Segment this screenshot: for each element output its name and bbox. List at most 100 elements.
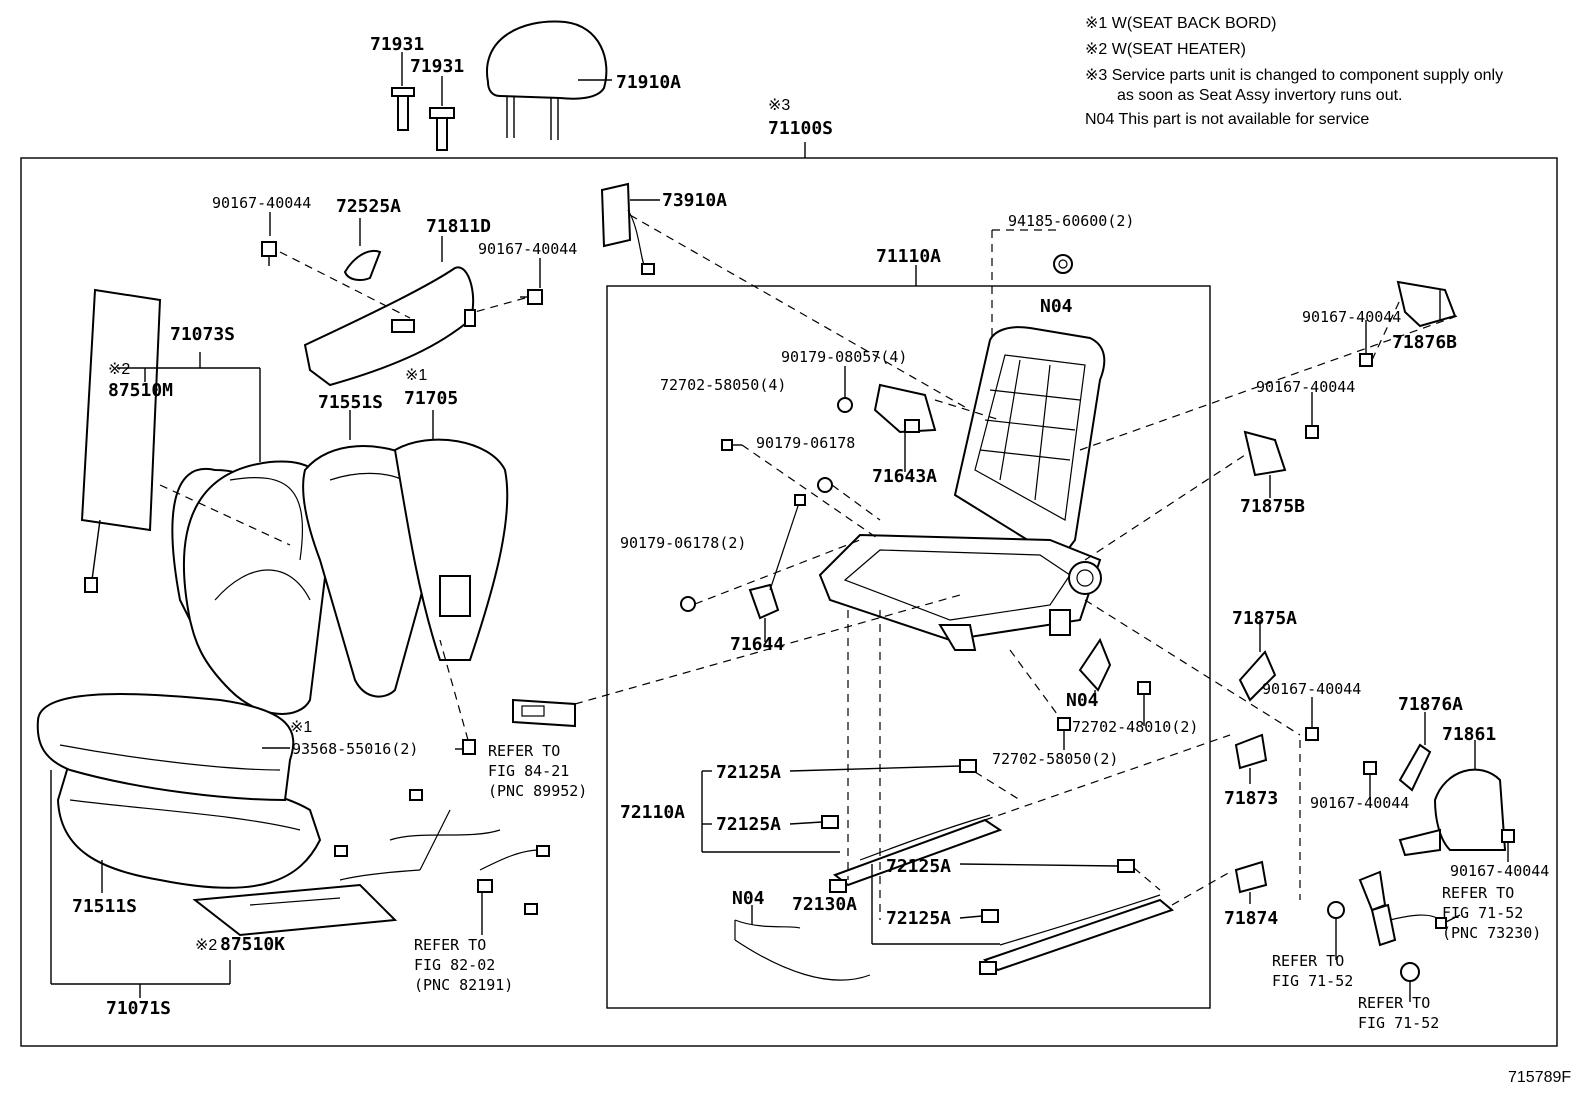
leader-72125A-2 bbox=[789, 821, 823, 825]
label-71071S: 71071S bbox=[106, 998, 171, 1019]
headrest-guide-left[interactable] bbox=[391, 87, 415, 131]
sensor-73910A[interactable] bbox=[600, 182, 655, 275]
label-72125A-2: 72125A bbox=[716, 814, 781, 835]
bracket-71874[interactable] bbox=[1234, 860, 1268, 894]
label-72702-58050-a: 72702-58050(4) bbox=[660, 376, 786, 394]
label-73910A: 73910A bbox=[662, 190, 727, 211]
cover-71876A[interactable] bbox=[1398, 743, 1432, 792]
dash-87510M bbox=[159, 484, 291, 546]
bolt-72702-58050-a[interactable] bbox=[721, 439, 742, 451]
wire-n04-c[interactable] bbox=[734, 919, 871, 981]
knob-72525A[interactable] bbox=[343, 250, 382, 281]
wire-harness[interactable] bbox=[334, 789, 550, 915]
label-ref3-b: FIG 71-52 bbox=[1442, 904, 1523, 922]
label-90179-08057: 90179-08057(4) bbox=[781, 348, 907, 366]
adjuster-71644[interactable] bbox=[748, 494, 806, 620]
bracket-72125A-2[interactable] bbox=[821, 815, 839, 829]
dash-72525A bbox=[279, 251, 411, 319]
seat-frame-back[interactable] bbox=[953, 326, 1106, 562]
lumbar-bracket-71643A[interactable] bbox=[873, 383, 937, 434]
ecu-module[interactable] bbox=[512, 698, 576, 728]
label-n04-b: N04 bbox=[1066, 690, 1099, 711]
leader-72125A-4 bbox=[959, 915, 983, 919]
label-90167-g: 90167-40044 bbox=[1450, 862, 1549, 880]
label-72125A-1: 72125A bbox=[716, 762, 781, 783]
seat-back-board-71705[interactable] bbox=[393, 438, 509, 661]
dash-93568 bbox=[439, 639, 469, 741]
label-71861: 71861 bbox=[1442, 724, 1496, 745]
label-72525A: 72525A bbox=[336, 196, 401, 217]
label-71874: 71874 bbox=[1224, 908, 1278, 929]
dash-ecu bbox=[574, 594, 961, 705]
screw-90167-d[interactable] bbox=[1305, 425, 1319, 439]
cover-71875A[interactable] bbox=[1238, 650, 1277, 702]
dash-track-72125A-1 bbox=[974, 771, 1021, 801]
cover-71875B[interactable] bbox=[1243, 430, 1287, 477]
nut-90179-06178-b[interactable] bbox=[680, 596, 696, 612]
screw-93568[interactable] bbox=[462, 739, 476, 755]
label-ref5-a: REFER TO bbox=[1358, 994, 1430, 1012]
label-71811D: 71811D bbox=[426, 216, 491, 237]
bracket-72125A-1[interactable] bbox=[959, 759, 977, 773]
bracket-n04-b[interactable] bbox=[1078, 637, 1112, 692]
label-71705: 71705 bbox=[404, 388, 458, 409]
screw-90167-e[interactable] bbox=[1305, 727, 1319, 741]
label-72702-58050-b: 72702-58050(2) bbox=[992, 750, 1118, 768]
seat-frame-cushion[interactable] bbox=[818, 533, 1102, 651]
seat-track-72110A[interactable] bbox=[829, 814, 1003, 893]
headrest-guide-right[interactable] bbox=[429, 107, 455, 151]
shield-71811D[interactable] bbox=[303, 266, 476, 387]
seat-back-cover-71073S[interactable] bbox=[171, 460, 334, 715]
label-90179-06178-b: 90179-06178(2) bbox=[620, 534, 746, 552]
bolt-72702-58050-b[interactable] bbox=[1057, 717, 1071, 731]
seat-heater-back-87510M[interactable] bbox=[80, 288, 162, 593]
screw-90167-g[interactable] bbox=[1501, 829, 1515, 843]
bolt-72702-48010[interactable] bbox=[1137, 681, 1151, 695]
bracket-72125A-3[interactable] bbox=[1117, 859, 1135, 873]
seat-heater-cushion-87510K[interactable] bbox=[192, 883, 398, 937]
dash-71875B-71876B bbox=[1079, 314, 1461, 451]
label-72125A-4: 72125A bbox=[886, 908, 951, 929]
note-2: ※2 W(SEAT HEATER) bbox=[1085, 41, 1246, 58]
label-ref1-b: FIG 84-21 bbox=[488, 762, 569, 780]
label-71644: 71644 bbox=[730, 634, 784, 655]
label-90167-f: 90167-40044 bbox=[1310, 794, 1409, 812]
screw-90167-c[interactable] bbox=[1359, 353, 1373, 367]
label-mark-3: ※3 bbox=[768, 97, 790, 114]
leader-72125A-3 bbox=[959, 863, 1119, 867]
headrest-illustration[interactable] bbox=[485, 20, 608, 140]
seat-track-72130A[interactable] bbox=[979, 894, 1175, 975]
label-71875A: 71875A bbox=[1232, 608, 1297, 629]
leader-72125A-1 bbox=[789, 765, 961, 772]
label-ref3-c: (PNC 73230) bbox=[1442, 924, 1541, 942]
label-72110A: 72110A bbox=[620, 802, 685, 823]
screw-90167-a[interactable] bbox=[261, 241, 277, 266]
bracket-72125A-4[interactable] bbox=[981, 909, 999, 923]
nut-90179-08057[interactable] bbox=[837, 397, 853, 413]
label-71876B: 71876B bbox=[1392, 332, 1457, 353]
label-mark-1a: ※1 bbox=[405, 367, 427, 384]
screw-90167-b[interactable] bbox=[520, 289, 543, 305]
nut-94185[interactable] bbox=[1053, 254, 1073, 274]
dash-track-72125A-3 bbox=[1133, 867, 1161, 891]
label-ref2-a: REFER TO bbox=[414, 936, 486, 954]
note-3-cont: as soon as Seat Assy invertory runs out. bbox=[1117, 87, 1402, 104]
seat-cushion-cover[interactable] bbox=[36, 693, 295, 802]
screw-90167-f[interactable] bbox=[1363, 761, 1377, 775]
label-mark-2a: ※2 bbox=[108, 361, 130, 378]
label-ref2-c: (PNC 82191) bbox=[414, 976, 513, 994]
seat-belt-buckle[interactable] bbox=[1327, 870, 1447, 982]
dash-73910A bbox=[629, 214, 971, 411]
cover-71861[interactable] bbox=[1398, 768, 1507, 857]
dash-72702-b bbox=[1009, 649, 1061, 719]
label-71110A: 71110A bbox=[876, 246, 941, 267]
dash-track-71873 bbox=[984, 734, 1231, 821]
bracket-71873[interactable] bbox=[1234, 733, 1268, 770]
cover-71876B[interactable] bbox=[1396, 280, 1457, 328]
nut-90179-06178-a[interactable] bbox=[817, 477, 833, 493]
label-71876A: 71876A bbox=[1398, 694, 1463, 715]
label-mark-1b: ※1 bbox=[290, 719, 312, 736]
label-mark-2b: ※2 bbox=[195, 937, 217, 954]
label-71511S: 71511S bbox=[72, 896, 137, 917]
